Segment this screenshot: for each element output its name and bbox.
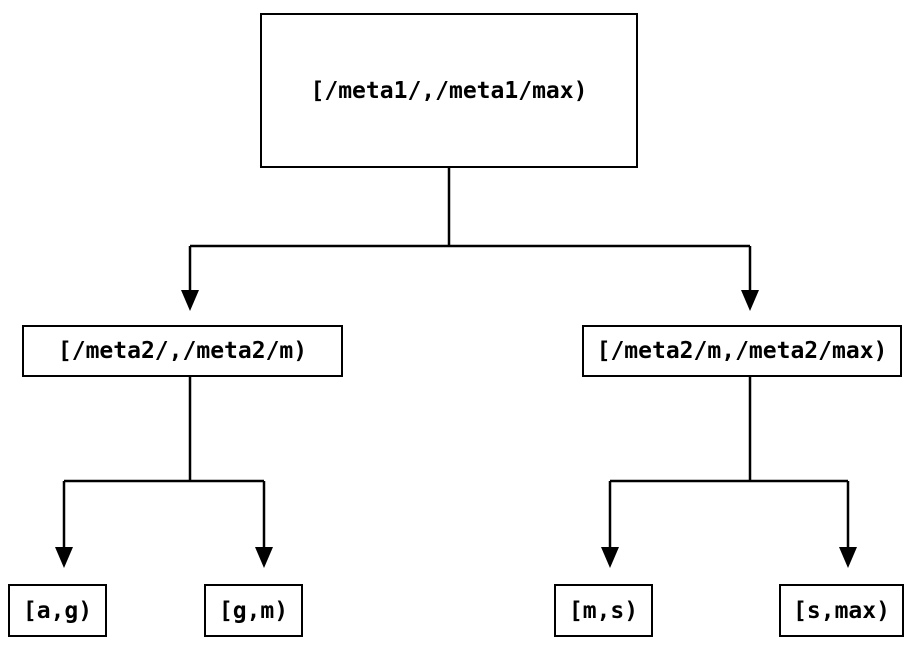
arrowhead-icon	[55, 547, 73, 568]
edge-root-stem	[188, 168, 752, 292]
edge-right-subtree	[608, 377, 850, 549]
arrowhead-icon	[255, 547, 273, 568]
arrowhead-icon	[181, 290, 199, 311]
node-leaf-g-m: [g,m)	[204, 584, 303, 637]
node-leaf-m-s: [m,s)	[554, 584, 653, 637]
node-label: [m,s)	[568, 597, 639, 624]
node-root-range: [/meta1/,/meta1/max)	[260, 13, 638, 168]
node-label: [a,g)	[22, 597, 93, 624]
node-meta2-left-range: [/meta2/,/meta2/m)	[22, 325, 343, 377]
arrowhead-icon	[601, 547, 619, 568]
node-label: [s,max)	[793, 597, 890, 624]
arrowhead-icon	[741, 290, 759, 311]
node-leaf-s-max: [s,max)	[779, 584, 904, 637]
node-label: [/meta2/,/meta2/m)	[57, 338, 308, 364]
node-label: [/meta2/m,/meta2/max)	[596, 338, 888, 364]
arrowhead-icon	[839, 547, 857, 568]
node-label: [/meta1/,/meta1/max)	[310, 77, 588, 104]
node-leaf-a-g: [a,g)	[8, 584, 107, 637]
edge-left-subtree	[62, 377, 266, 549]
node-label: [g,m)	[218, 597, 289, 624]
node-meta2-right-range: [/meta2/m,/meta2/max)	[582, 325, 902, 377]
